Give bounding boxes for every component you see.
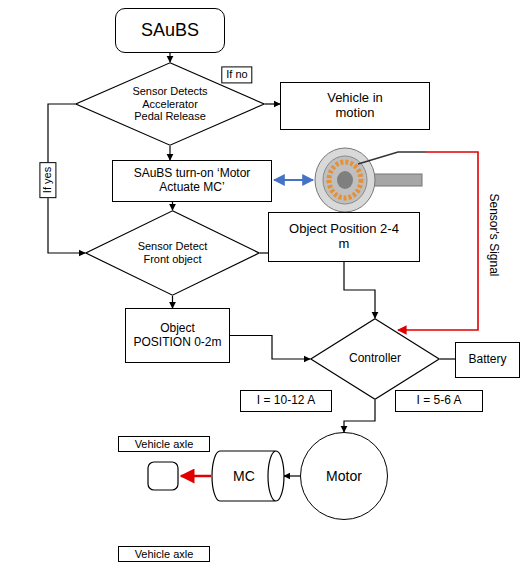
axle-box: Vehicle axle	[118, 436, 210, 452]
brake-block	[148, 462, 178, 490]
edge-label: If yes	[39, 162, 56, 198]
connector	[265, 103, 280, 104]
process-box: Object Position 2-4 m	[268, 212, 420, 262]
motor-coils	[329, 162, 361, 198]
connector	[230, 336, 310, 360]
connector	[284, 475, 300, 476]
sensor-wire	[358, 152, 426, 164]
connector	[440, 358, 455, 359]
actuation-arrow	[274, 179, 313, 181]
shape-outline	[76, 63, 264, 145]
shape-outline	[212, 451, 284, 501]
controller-diamond: Controller	[310, 318, 440, 400]
process-box: SAuBS turn-on ‘Motor Actuate MC’	[112, 160, 272, 202]
node-text: I = 5-6 A	[416, 394, 461, 408]
node-text: Vehicle axle	[135, 438, 194, 451]
motor-illustration	[315, 148, 426, 212]
connector	[344, 262, 375, 318]
node-text: Vehicle in motion	[310, 91, 400, 121]
current-box: I = 5-6 A	[395, 390, 483, 412]
node-text: Motor	[326, 468, 362, 484]
battery-box: Battery	[455, 342, 520, 378]
connector	[169, 146, 170, 160]
current-box: I = 10-12 A	[240, 390, 332, 412]
node-text: Vehicle axle	[135, 548, 194, 561]
shape-outline	[311, 319, 439, 399]
motor-disc	[315, 148, 375, 212]
node-text: I = 10-12 A	[257, 394, 315, 408]
shape-outline	[86, 211, 259, 295]
connector	[344, 400, 375, 432]
node-text: Controller	[349, 352, 401, 366]
node-text: Object POSITION 0-2m	[132, 322, 223, 350]
clutch-cylinder: MC	[212, 450, 284, 502]
connector	[172, 202, 173, 210]
node-text: Battery	[468, 353, 506, 367]
motor-hub	[337, 171, 353, 189]
axle-box: Vehicle axle	[118, 546, 210, 562]
node-text: Sensor Detects Accelerator Pedal Release	[129, 85, 211, 123]
process-box: Object POSITION 0-2m	[125, 308, 230, 363]
motor-circle: Motor	[300, 432, 388, 520]
edge-label: If no	[221, 66, 252, 83]
node-text: Object Position 2-4 m	[289, 222, 399, 252]
node-text: Sensor Detect Front object	[133, 240, 213, 265]
connector	[260, 252, 268, 253]
process-box: Vehicle in motion	[280, 82, 430, 130]
node-text: MC	[233, 468, 255, 484]
connector	[169, 53, 170, 62]
signal-label: Sensor's Signal	[487, 191, 501, 278]
start-box: SAuBS	[115, 8, 225, 53]
brake-force-arrow	[181, 475, 211, 478]
node-text: SAuBS	[141, 20, 199, 41]
connector	[172, 296, 173, 308]
node-text: SAuBS turn-on ‘Motor Actuate MC’	[133, 167, 251, 195]
decision-diamond: Sensor Detect Front object	[85, 210, 260, 296]
